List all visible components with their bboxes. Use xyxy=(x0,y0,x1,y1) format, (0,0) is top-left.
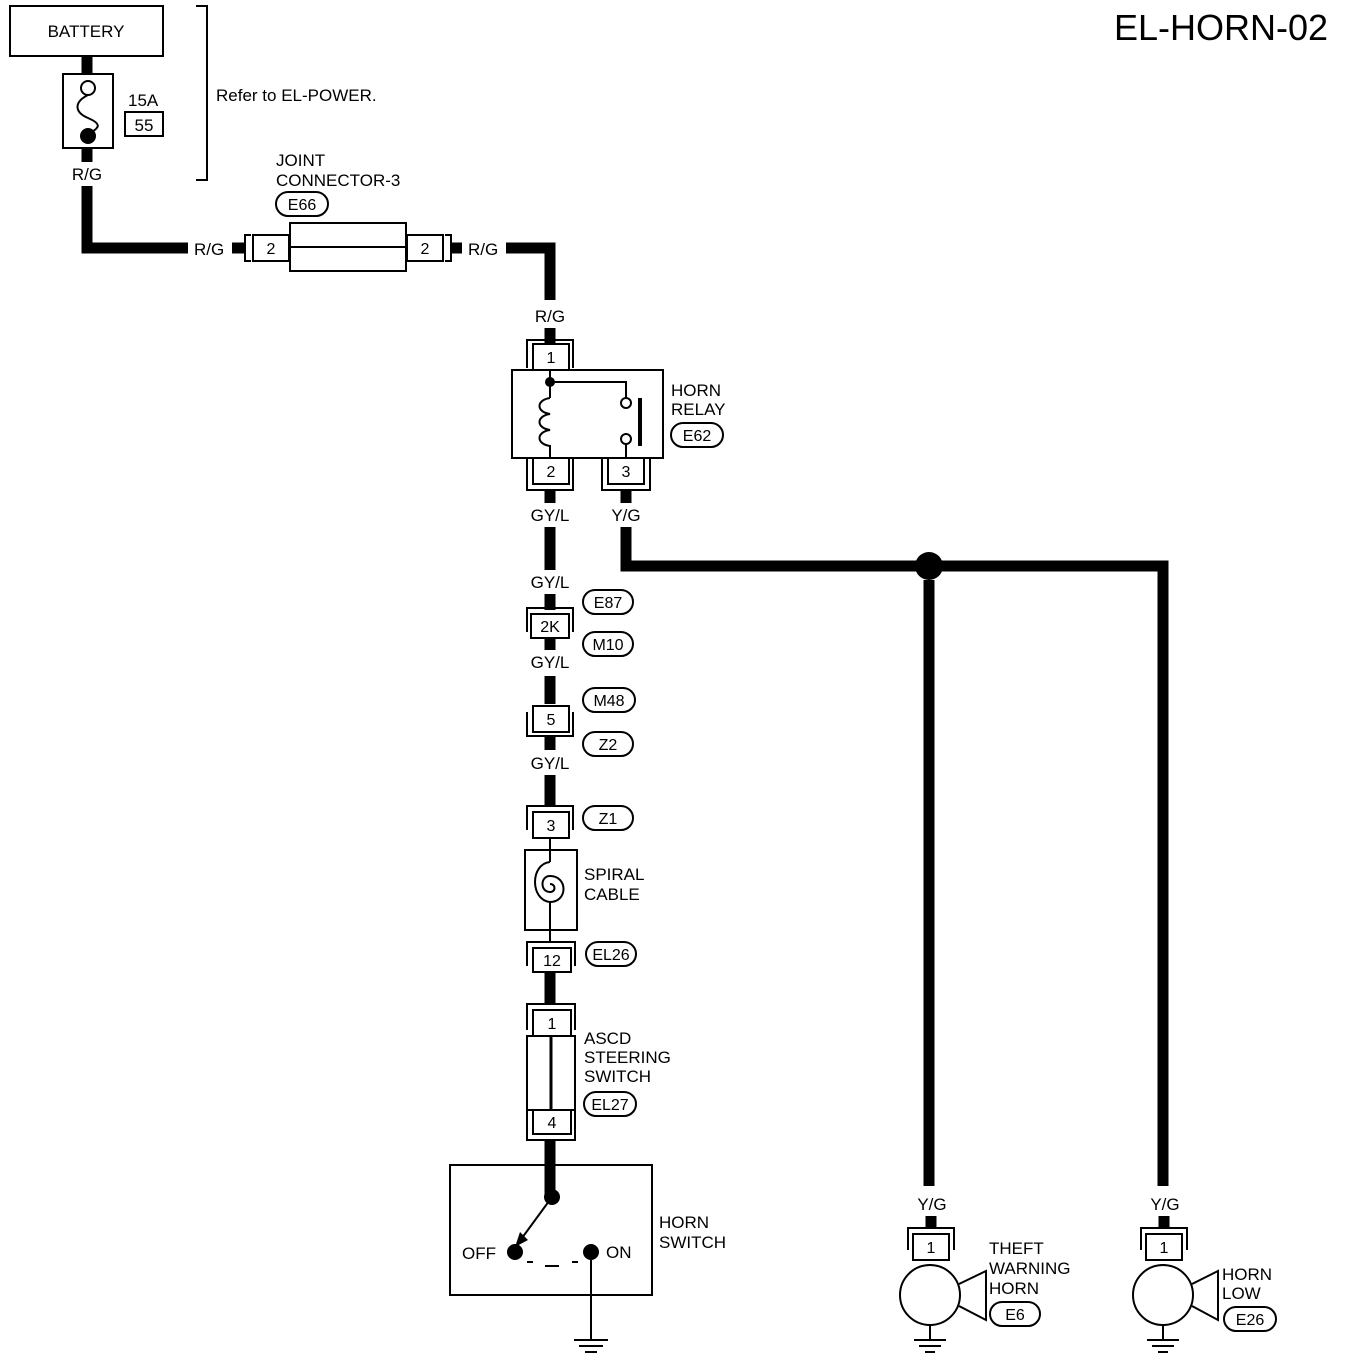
wire-color-gyl-4: GY/L xyxy=(531,754,570,773)
battery-block: BATTERY xyxy=(9,5,164,57)
horn-switch-off: OFF xyxy=(462,1244,496,1263)
horn-switch-on: ON xyxy=(606,1243,632,1262)
code-el26: EL26 xyxy=(592,947,629,964)
code-el27: EL27 xyxy=(591,1097,628,1114)
code-z2: Z2 xyxy=(599,737,618,754)
splice-dot xyxy=(915,552,943,580)
spiral-cable-title-2: CABLE xyxy=(584,885,640,904)
ascd-pin-4: 4 xyxy=(548,1115,557,1132)
horn-low-title-2: LOW xyxy=(1222,1284,1261,1303)
wire-color-yg-theft: Y/G xyxy=(917,1195,946,1214)
wire-color-gyl-3: GY/L xyxy=(531,653,570,672)
connector-m48-z2: 5 M48 Z2 xyxy=(526,687,636,757)
horn-switch-title-2: SWITCH xyxy=(659,1233,726,1252)
ascd-pin-1: 1 xyxy=(548,1016,557,1033)
page-code: EL-HORN-02 xyxy=(1114,7,1328,48)
theft-horn-title-3: HORN xyxy=(989,1279,1039,1298)
code-m10: M10 xyxy=(592,637,623,654)
theft-horn-title-1: THEFT xyxy=(989,1239,1044,1258)
fuse-55: 15A 55 xyxy=(62,73,164,149)
joint-connector-code: E66 xyxy=(288,197,317,214)
joint-connector-title-2: CONNECTOR-3 xyxy=(276,171,400,190)
horn-low-pin-1: 1 xyxy=(1160,1240,1169,1257)
horn-low-title-1: HORN xyxy=(1222,1265,1272,1284)
horn-low: Y/G 1 HORN LOW E26 xyxy=(1132,1195,1277,1353)
horn-switch: OFF ON HORN SWITCH xyxy=(449,1140,726,1353)
connector-el26: 12 EL26 xyxy=(526,941,637,973)
relay-pin-3: 3 xyxy=(622,464,631,481)
theft-horn-pin-1: 1 xyxy=(927,1240,936,1257)
ascd-title-1: ASCD xyxy=(584,1029,631,1048)
pin-5: 5 xyxy=(547,712,556,729)
horn-relay-title-1: HORN xyxy=(671,381,721,400)
connector-z1: 3 Z1 xyxy=(526,805,634,839)
wire-color-yg-hornlow: Y/G xyxy=(1150,1195,1179,1214)
theft-horn-title-2: WARNING xyxy=(989,1259,1071,1278)
code-e26: E26 xyxy=(1236,1312,1265,1329)
pin-2k: 2K xyxy=(540,619,560,636)
wire-color-rg-left: R/G xyxy=(194,240,224,259)
code-e6: E6 xyxy=(1005,1307,1025,1324)
code-m48: M48 xyxy=(593,693,624,710)
battery-label: BATTERY xyxy=(48,22,125,41)
horn-relay-title-2: RELAY xyxy=(671,400,726,419)
fuse-number: 55 xyxy=(135,116,154,135)
wire-color-yg-relay: Y/G xyxy=(611,506,640,525)
fuse-amps: 15A xyxy=(128,91,159,110)
code-e87: E87 xyxy=(594,595,623,612)
joint-pin-left: 2 xyxy=(267,241,276,258)
pin-12: 12 xyxy=(543,953,561,970)
wire-color-gyl-2: GY/L xyxy=(531,573,570,592)
wire-color-gyl-1: GY/L xyxy=(531,506,570,525)
spiral-cable: SPIRAL CABLE xyxy=(524,838,644,942)
theft-warning-horn: Y/G 1 THEFT WARNING HORN E6 xyxy=(899,1195,1071,1353)
horn-relay-code: E62 xyxy=(683,428,712,445)
relay-pin-2: 2 xyxy=(547,464,556,481)
ascd-title-2: STEERING xyxy=(584,1048,671,1067)
ascd-title-3: SWITCH xyxy=(584,1067,651,1086)
wire-color-rg-right: R/G xyxy=(468,240,498,259)
pin-3: 3 xyxy=(547,818,556,835)
wire-color-rg-relay: R/G xyxy=(535,307,565,326)
joint-connector-title-1: JOINT xyxy=(276,151,325,170)
connector-e87-m10: 2K E87 M10 xyxy=(526,589,634,657)
spiral-cable-title-1: SPIRAL xyxy=(584,865,644,884)
refer-note: Refer to EL-POWER. xyxy=(216,86,377,105)
ascd-steering-switch: 1 4 ASCD STEERING SWITCH EL27 xyxy=(526,1003,671,1141)
joint-pin-right: 2 xyxy=(421,241,430,258)
horn-relay: 1 2 3 HORN RELAY E62 xyxy=(511,339,726,491)
wire-color-rg-fuse: R/G xyxy=(72,165,102,184)
horn-switch-title-1: HORN xyxy=(659,1213,709,1232)
code-z1: Z1 xyxy=(599,811,618,828)
joint-connector-3: JOINT CONNECTOR-3 E66 2 2 xyxy=(244,151,452,272)
relay-pin-1: 1 xyxy=(547,350,556,367)
